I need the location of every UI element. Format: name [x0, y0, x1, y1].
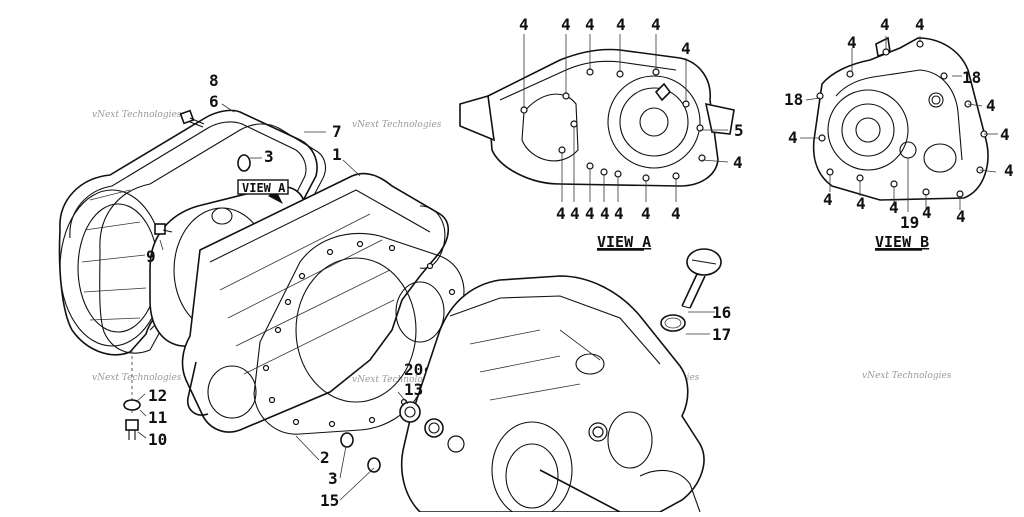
bolt-number: 4 [519, 15, 529, 34]
watermark: vNext Technologies [92, 110, 182, 120]
bolt-number: 4 [1000, 125, 1010, 144]
part-number: 6 [209, 92, 219, 111]
part-number: 3 [328, 469, 338, 488]
part-number: 9 [146, 247, 156, 266]
part-number: 20 [404, 360, 423, 379]
crankcase [400, 275, 705, 517]
part-number: 17 [712, 325, 731, 344]
view-a-leader-lines [523, 34, 729, 202]
bolt-number: 4 [561, 15, 571, 34]
seal-13 [399, 401, 421, 423]
watermark: vNext Technologies [352, 120, 442, 130]
o-ring [660, 314, 686, 332]
bolt-10 [125, 350, 139, 440]
view-a-callout-box: VIEW A [237, 179, 289, 195]
bolt-number: 4 [556, 204, 566, 223]
part-number: 15 [320, 491, 339, 510]
part-number: 7 [332, 122, 342, 141]
view-b-detail [800, 36, 998, 212]
bolt-9 [154, 223, 173, 235]
bolt-number: 4 [641, 204, 651, 223]
part-number: 8 [209, 71, 219, 90]
main-housing [181, 172, 450, 433]
watermark: vNext Technologies [92, 373, 182, 383]
bolt-number: 4 [733, 153, 743, 172]
part-number-labels: 8 6 7 1 3 9 12 11 10 2 3 15 20 13 16 17 … [146, 68, 981, 510]
bolt-number: 4 [880, 15, 890, 34]
bolt-number: 4 [600, 204, 610, 223]
part-number: 3 [264, 147, 274, 166]
view-b-leader-lines [800, 36, 998, 212]
washer-11 [123, 399, 141, 411]
watermark: vNext Technologies [352, 375, 442, 385]
view-a-title: VIEW A [597, 233, 651, 251]
view-b-title: VIEW B [875, 233, 929, 251]
part-number: 16 [712, 303, 731, 322]
small-hardware [123, 109, 444, 473]
part-number: 18 [962, 68, 981, 87]
part-number: 1 [332, 145, 342, 164]
part-number: 13 [404, 380, 423, 399]
dowel-3 [237, 154, 251, 172]
part-number: 5 [734, 121, 744, 140]
bolt-number: 4 [614, 204, 624, 223]
bolt-number: 4 [847, 33, 857, 52]
bolt-number: 4 [788, 128, 798, 147]
bolt-number: 4 [681, 39, 691, 58]
bolt-number: 4 [671, 204, 681, 223]
bolt-number: 4 [823, 190, 833, 209]
bolt-number: 4 [986, 96, 996, 115]
part-number: 2 [320, 448, 330, 467]
watermark: vNext Technologies [862, 371, 952, 381]
bolt-8 [179, 109, 205, 128]
view-a-bolt-labels: 4 4 4 4 4 4 4 4 4 4 4 4 4 4 [519, 15, 743, 223]
bolt-number: 4 [616, 15, 626, 34]
dowels-3 [340, 432, 381, 473]
view-titles: VIEW A VIEW B [597, 233, 929, 251]
bolt-number: 4 [585, 204, 595, 223]
part-number: 10 [148, 430, 167, 449]
part-number: 12 [148, 386, 167, 405]
part-number: 19 [900, 213, 919, 232]
view-b-bolt-labels: 4 4 4 4 4 4 4 4 4 4 4 4 [788, 15, 1014, 226]
seal-20 [424, 418, 444, 438]
bolt-number: 4 [889, 198, 899, 217]
callout-leader-lines [135, 103, 715, 501]
callout-box-label: VIEW A [242, 181, 286, 195]
bolt-number: 4 [585, 15, 595, 34]
bolt-number: 4 [856, 194, 866, 213]
dipstick [681, 248, 722, 309]
bolt-number: 4 [570, 204, 580, 223]
bolt-number: 4 [922, 203, 932, 222]
bolt-number: 4 [651, 15, 661, 34]
part-number: 18 [784, 90, 803, 109]
bolt-number: 4 [1004, 161, 1014, 180]
view-a-detail [459, 34, 735, 202]
bolt-number: 4 [956, 207, 966, 226]
bolt-number: 4 [915, 15, 925, 34]
part-number: 11 [148, 408, 167, 427]
